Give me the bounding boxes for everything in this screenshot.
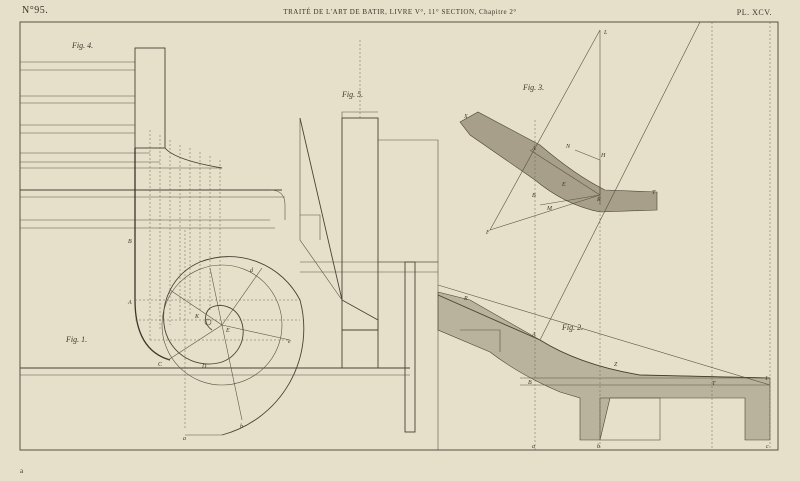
label-fig2-c: c [766,444,769,450]
fig2-caption: Fig. 2. [561,323,583,332]
label-T: T [652,190,656,196]
fig2-profile [437,21,771,450]
label-fig1-e: e [288,339,291,345]
fig5-caption: Fig. 5. [341,90,363,99]
label-E: E [561,182,566,188]
label-M: M [546,206,553,212]
label-fig2-b: b [597,444,600,450]
label-fig1-A: A [127,300,132,306]
label-fig2-B: B [528,380,532,386]
footer-mark: a [20,467,24,475]
fig5-section [299,40,439,433]
plate-reference: PL. XCV. [736,8,772,17]
projection-lines [135,130,300,430]
label-F: F [485,230,490,236]
label-fig2-1: 1 [765,376,768,382]
label-fig1-E: E [225,328,230,334]
fig1-caption: Fig. 1. [65,335,87,344]
label-fig1-d: d [250,268,254,274]
plate-title: TRAITÉ DE L'ART DE BATIR, LIVRE V°, 11° … [283,8,517,16]
label-fig2-T: T [712,381,716,387]
fig3-ramp [459,29,658,231]
label-H: H [600,153,606,159]
label-fig1-D: D [201,364,207,370]
label-N: N [565,144,571,150]
cornice-profile [20,47,410,376]
label-fig2-Z: Z [614,362,618,368]
label-fig1-B: B [128,239,132,245]
fig3-caption: Fig. 3. [522,83,544,92]
fig4-caption: Fig. 4. [71,41,93,50]
label-fig1-b: b [240,424,243,430]
label-X: X [463,114,468,120]
plate-frame [19,21,779,451]
plate-number: N°95. [22,5,49,16]
label-fig2-A: A [531,332,536,338]
label-fig1-a: a [183,436,186,442]
label-fig2-R: R [463,296,468,302]
volute-spiral [161,256,305,436]
label-fig1-C: C [158,362,163,368]
label-fig2-a: a [532,444,535,450]
label-A: A [531,146,536,152]
label-fig1-K: K [194,314,200,320]
label-R: R [596,197,601,203]
label-B: B [532,193,536,199]
label-L: L [603,30,608,36]
